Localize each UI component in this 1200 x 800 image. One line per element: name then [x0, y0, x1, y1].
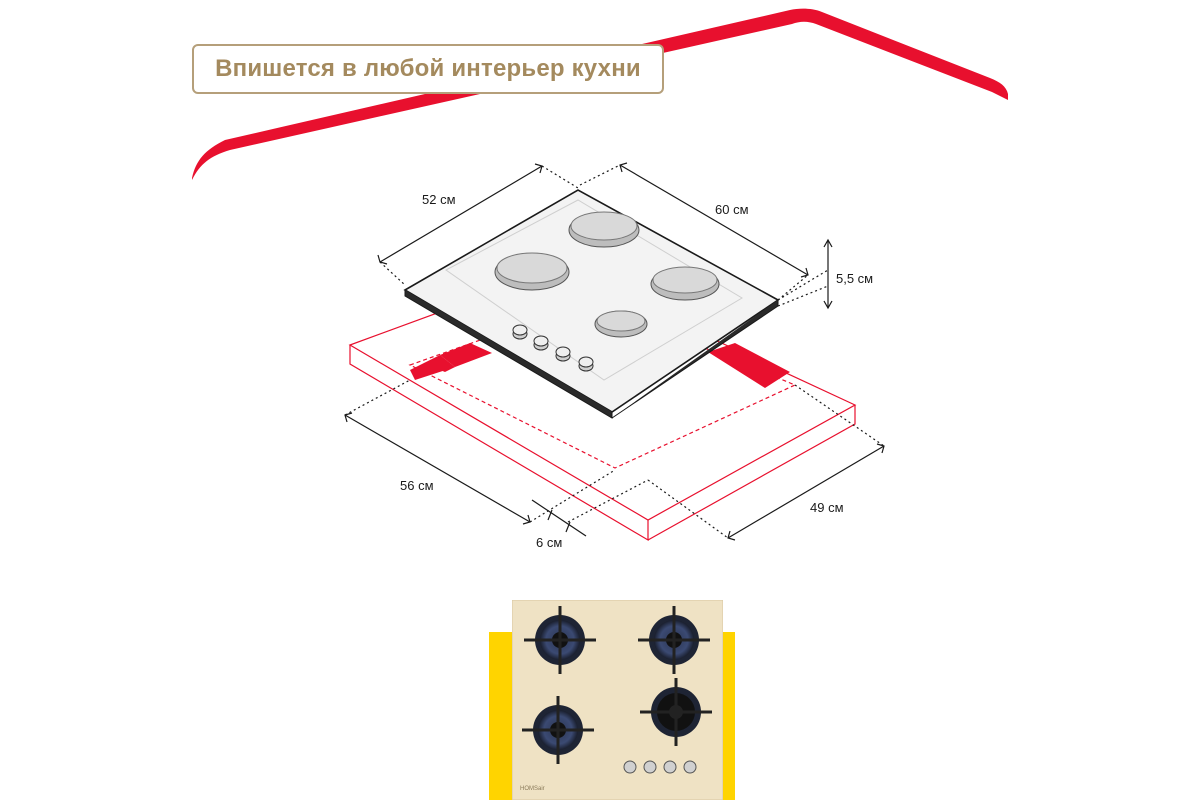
burner-icon — [494, 252, 570, 291]
dim-ext — [647, 479, 729, 539]
arrow-head — [823, 300, 833, 310]
dimension-lines — [344, 162, 885, 541]
dim-ext — [567, 479, 649, 523]
control-knob-icon — [578, 356, 594, 372]
dim-tick — [565, 521, 571, 533]
banner-title-box: Впишется в любой интерьер кухни — [192, 44, 664, 94]
arrow-head — [619, 162, 628, 173]
cutout-fill-right — [708, 343, 790, 388]
cutout-fill-left-3 — [410, 355, 455, 380]
burner-icon — [650, 266, 720, 301]
arrow-head — [823, 238, 833, 248]
dim-line-60 — [619, 164, 809, 276]
burner-icon — [640, 678, 712, 746]
control-knob-icon — [555, 346, 571, 362]
dim-ext — [777, 285, 829, 307]
dim-label-60: 60 см — [715, 202, 749, 217]
countertop-front-right — [647, 405, 856, 541]
dim-ext — [777, 274, 809, 301]
dim-ext — [529, 469, 616, 523]
hob-front-edge — [404, 290, 613, 419]
control-knob-icon — [533, 335, 549, 351]
dim-label-6: 6 см — [536, 535, 562, 550]
dim-line-49 — [727, 445, 885, 539]
dim-tick — [547, 509, 553, 521]
dim-ext — [579, 164, 621, 186]
dim-line-52 — [379, 165, 543, 263]
control-knob-icon — [683, 760, 697, 774]
control-knob-icon — [643, 760, 657, 774]
dim-label-49: 49 см — [810, 500, 844, 515]
arrow-head — [377, 254, 388, 265]
dim-label-55: 5,5 см — [836, 271, 873, 286]
dim-ext — [344, 379, 411, 416]
dim-ext — [379, 261, 406, 286]
dim-line-56 — [344, 414, 531, 523]
hob-inner-line — [445, 199, 743, 381]
hob-illustration-icon — [403, 189, 780, 419]
dim-label-56: 56 см — [400, 478, 434, 493]
burner-icon — [522, 696, 594, 764]
burner-icon — [524, 606, 596, 674]
cutout-red-fills — [410, 343, 790, 388]
control-knob-icon — [623, 760, 637, 774]
dim-label-52: 52 см — [422, 192, 456, 207]
cutout-fill-left — [440, 343, 492, 367]
control-knob-icon — [512, 324, 528, 340]
burner-icon — [638, 606, 710, 674]
arrow-head — [800, 267, 809, 278]
banner-title: Впишется в любой интерьер кухни — [215, 55, 641, 82]
burner-icon — [594, 310, 648, 338]
dim-ext — [541, 165, 579, 189]
dim-line-6 — [531, 499, 587, 537]
countertop-front-left — [349, 345, 649, 542]
brand-mark: HOMSair — [520, 786, 545, 792]
burner-icon — [568, 211, 640, 248]
product-photo: HOMSair — [512, 600, 723, 800]
arrow-head — [876, 443, 885, 454]
arrow-head — [727, 530, 736, 541]
dim-ext — [777, 269, 829, 301]
dim-ext — [794, 384, 885, 447]
control-knob-icon — [663, 760, 677, 774]
